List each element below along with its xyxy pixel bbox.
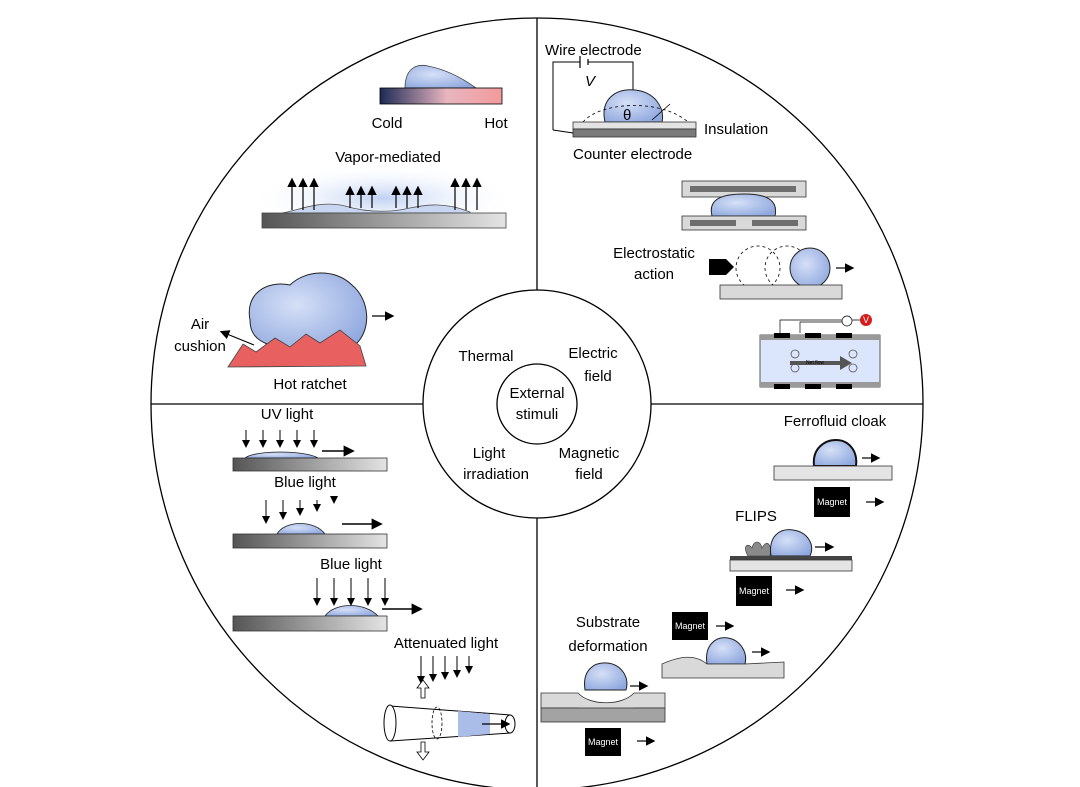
insulation-label: Insulation: [704, 121, 768, 138]
magnet-label-3: Magnet: [675, 621, 706, 631]
electrowetting-figure: Wire electrode V θ Insulation Counter el…: [545, 42, 768, 163]
air-label-2: cushion: [174, 338, 226, 355]
quadrant-light-2: irradiation: [463, 466, 529, 483]
wire-electrode-label: Wire electrode: [545, 42, 642, 59]
substrate-label-2: deformation: [568, 638, 647, 655]
magnet-block-4: [585, 728, 621, 756]
magnet-label-2: Magnet: [739, 586, 770, 596]
magnet-block-1: [814, 487, 850, 517]
quadrant-electric-2: field: [584, 368, 612, 385]
attenuated-label: Attenuated light: [394, 635, 499, 652]
net-flow-figure: V Net flow: [759, 314, 881, 389]
cold-label: Cold: [372, 115, 403, 132]
magnet-block-2: [736, 576, 772, 606]
center-label-1: External: [509, 385, 564, 402]
v-badge: V: [863, 315, 869, 325]
ferrofluid-label: Ferrofluid cloak: [784, 413, 887, 430]
theta-label: θ: [623, 107, 631, 124]
hot-ratchet-figure: Air cushion Hot ratchet: [174, 272, 395, 393]
uv-label: UV light: [261, 406, 314, 423]
voltage-source-icon: [860, 314, 872, 326]
parallel-plate-figure: [681, 180, 807, 231]
electrostatic-label-2: action: [634, 266, 674, 283]
quadrant-light-1: Light: [473, 445, 506, 462]
blue-light-label-1: Blue light: [274, 474, 337, 491]
substrate-deformation-figure: Substrate deformation Magnet Magnet: [540, 612, 785, 756]
magnet-block-3: [672, 612, 708, 640]
net-flow-label: Net flow: [806, 360, 824, 366]
thermal-gradient-figure: Cold Hot: [372, 64, 509, 132]
vapor-label: Vapor-mediated: [335, 149, 441, 166]
center-label-2: stimuli: [516, 406, 559, 423]
vapor-mediated-figure: Vapor-mediated: [248, 149, 518, 232]
magnet-label-4: Magnet: [588, 737, 619, 747]
hot-label: Hot: [484, 115, 508, 132]
blue-light-label-2: Blue light: [320, 556, 383, 573]
substrate-label-1: Substrate: [576, 614, 640, 631]
voltage-label: V: [585, 73, 597, 90]
ferrofluid-figure: Ferrofluid cloak Magnet: [773, 413, 893, 517]
quadrant-magnetic-1: Magnetic: [559, 445, 620, 462]
quadrant-thermal: Thermal: [458, 348, 513, 365]
magnet-label-1: Magnet: [817, 497, 848, 507]
attenuated-light-figure: Attenuated light: [383, 635, 516, 761]
center-circle: [496, 363, 578, 445]
electrostatic-figure: Electrostatic action: [613, 245, 855, 300]
ratchet-label: Hot ratchet: [273, 376, 347, 393]
air-label-1: Air: [191, 316, 209, 333]
uv-light-figure: UV light: [232, 406, 388, 472]
electrostatic-label-1: Electrostatic: [613, 245, 695, 262]
cold-hot-bar: [379, 87, 503, 105]
counter-electrode-label: Counter electrode: [573, 146, 692, 163]
flips-label: FLIPS: [735, 508, 777, 525]
flips-figure: FLIPS Magnet: [729, 508, 853, 606]
blue-light-figure-1: Blue light: [232, 474, 388, 549]
blue-light-figure-2: Blue light: [232, 556, 423, 632]
quadrant-magnetic-2: field: [575, 466, 603, 483]
quadrant-electric-1: Electric: [568, 345, 618, 362]
